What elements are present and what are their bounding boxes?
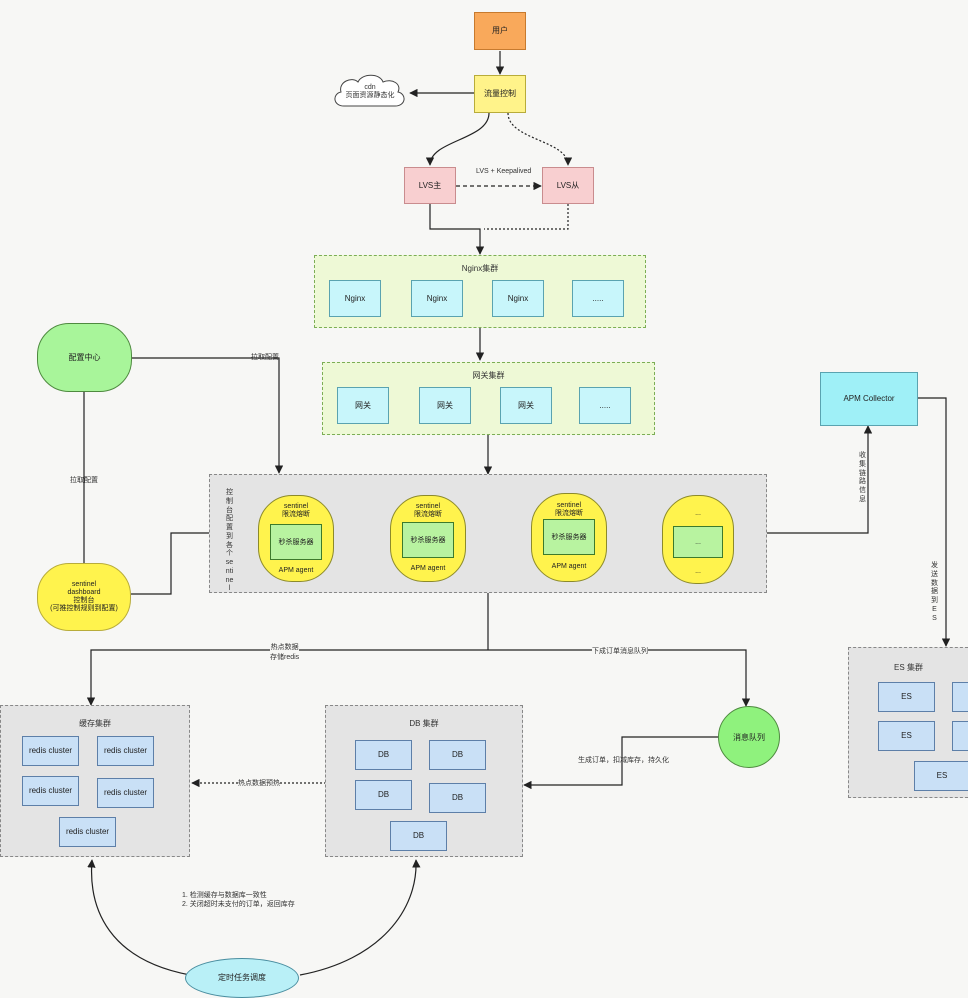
sentinel-dashboard-node[interactable]: sentinel dashboard 控制台 (可推控制规则到配置) [37,563,131,631]
config-center-node[interactable]: 配置中心 [37,323,132,392]
warmup-label: 热点数据预热 [238,778,280,788]
seckill-server[interactable]: 秒杀服务器 [543,519,595,555]
lvs-master-node[interactable]: LVS主 [404,167,456,204]
db-node[interactable]: DB [429,740,486,770]
es-node[interactable]: ES [878,721,935,751]
scheduler-node[interactable]: 定时任务调度 [185,958,299,998]
sentinel-label: sentinel 限流熔断 [414,503,442,518]
redis-cluster-node[interactable]: redis cluster [97,736,154,766]
edge-traffic-lvs-slave [507,112,573,166]
edge-scheduler-db [299,859,421,976]
seckill-server[interactable]: 秒杀服务器 [270,524,322,560]
nginx-node[interactable]: Nginx [329,280,381,317]
edge-lvs-master-nginx [429,204,485,255]
db-node[interactable]: DB [390,821,447,851]
gateway-node[interactable]: 网关 [500,387,552,424]
gateway-node[interactable]: 网关 [419,387,471,424]
scheduler-note: 1. 检测缓存与数据库一致性 2. 关闭超时未支付的订单，返回库存 [182,892,295,909]
nginx-node-more[interactable]: ..... [572,280,624,317]
hot-data-label: 热点数据 存储redis [270,642,300,662]
nginx-node[interactable]: Nginx [411,280,463,317]
es-node[interactable]: ES [952,682,968,712]
service-instance[interactable]: sentinel 限流熔断 秒杀服务器 APM agent [531,493,607,582]
redis-cluster-node[interactable]: redis cluster [22,736,79,766]
apm-agent-label: APM agent [278,567,314,574]
redis-cluster-node[interactable]: redis cluster [97,778,154,808]
lvs-keepalived-label: LVS + Keepalived [476,168,532,175]
collect-trace-label: 收集链路信息 [859,452,866,503]
push-config-label: 拉取配置 [70,477,98,484]
apm-agent-label: APM agent [551,563,587,570]
db-node[interactable]: DB [429,783,486,813]
cache-cluster-title: 缓存集群 [79,719,111,728]
cdn-cloud [334,74,405,107]
edge-lvs-slave-nginx [484,204,569,230]
edge-services-apm [767,425,873,534]
es-cluster: ES 集群 ES ES ES ES ES [848,647,968,798]
message-queue-node[interactable]: 消息队列 [718,706,780,768]
es-node[interactable]: ES [914,761,968,791]
nginx-cluster-title: Nginx集群 [461,264,499,273]
persist-label: 生成订单，扣减库存，持久化 [578,757,669,764]
service-instance-more[interactable]: ... ... ... [662,495,734,584]
edge-config-services [132,357,284,474]
redis-cluster-node[interactable]: redis cluster [59,817,116,847]
sentinel-label: sentinel 限流熔断 [555,502,583,517]
edge-scheduler-cache [87,859,191,976]
redis-cluster-node[interactable]: redis cluster [22,776,79,806]
db-cluster: DB 集群 DB DB DB DB DB [325,705,523,857]
pull-config-label: 拉取配置 [251,354,279,361]
es-cluster-title: ES 集群 [894,663,923,672]
es-node[interactable]: ES [878,682,935,712]
traffic-control-node[interactable]: 流量控制 [474,75,526,113]
service-instance[interactable]: sentinel 限流熔断 秒杀服务器 APM agent [258,495,334,582]
gateway-node-more[interactable]: ..... [579,387,631,424]
cache-cluster: 缓存集群 redis cluster redis cluster redis c… [0,705,190,857]
nginx-node[interactable]: Nginx [492,280,544,317]
gateway-cluster: 网关集群 网关 网关 网关 ..... [322,362,655,435]
service-cluster: 控制台配置到各个sentinel sentinel 限流熔断 秒杀服务器 APM… [209,474,767,593]
db-node[interactable]: DB [355,740,412,770]
user-node[interactable]: 用户 [474,12,526,50]
edge-to-mq [488,649,751,707]
send-es-label: 发送数据到ES [931,562,938,622]
cdn-label: cdn 页面资源静态化 [345,84,395,100]
gateway-node[interactable]: 网关 [337,387,389,424]
service-instance[interactable]: sentinel 限流熔断 秒杀服务器 APM agent [390,495,466,582]
sentinel-label: sentinel 限流熔断 [282,503,310,518]
nginx-cluster: Nginx集群 Nginx Nginx Nginx ..... [314,255,646,328]
sentinel-label: ... [695,510,701,517]
edge-traffic-lvs-master [425,112,490,166]
seckill-server[interactable]: ... [673,526,723,558]
apm-agent-label: APM agent [410,565,446,572]
service-cluster-side-label: 控制台配置到各个sentinel [225,489,234,593]
apm-collector-node[interactable]: APM Collector [820,372,918,426]
db-node[interactable]: DB [355,780,412,810]
db-cluster-title: DB 集群 [409,719,439,728]
edge-dashboard-services [131,532,209,595]
gateway-cluster-title: 网关集群 [472,371,505,380]
seckill-server[interactable]: 秒杀服务器 [402,522,454,558]
es-node[interactable]: ES [952,721,968,751]
order-mq-label: 下成订单消息队列 [592,646,648,656]
lvs-slave-node[interactable]: LVS从 [542,167,594,204]
apm-agent-label: ... [695,568,701,575]
